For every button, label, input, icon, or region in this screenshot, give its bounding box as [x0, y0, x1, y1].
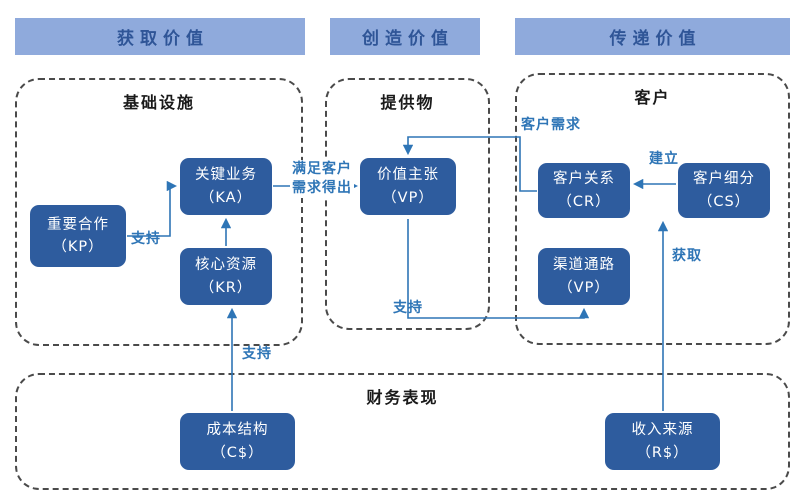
node-cost-structure-name: 成本结构 [206, 422, 269, 439]
node-value-proposition: 价值主张 （VP） [360, 158, 456, 215]
node-customer-relationships-name: 客户关系 [553, 171, 615, 188]
node-cost-structure: 成本结构 （C$） [180, 413, 295, 470]
node-key-resources-code: （KR） [199, 279, 253, 296]
node-customer-relationships: 客户关系 （CR） [538, 163, 630, 218]
edge-label-support-vp-channel: 支持 [393, 300, 423, 316]
header-capture-value: 获取价值 [15, 18, 305, 55]
node-cost-structure-code: （C$） [211, 444, 264, 461]
node-channels-code: （VP） [558, 279, 610, 296]
edge-label-establish: 建立 [649, 151, 679, 167]
section-customer: 客户 [515, 73, 790, 345]
header-create-value: 创造价值 [330, 18, 480, 55]
section-customer-title: 客户 [634, 88, 671, 107]
node-key-activities-name: 关键业务 [195, 167, 257, 184]
node-key-partners: 重要合作 （KP） [30, 205, 126, 267]
section-finance-title: 财务表现 [366, 388, 439, 407]
section-infrastructure-title: 基础设施 [122, 93, 195, 112]
node-key-partners-code: （KP） [52, 239, 104, 255]
section-offering: 提供物 [325, 78, 490, 330]
node-value-proposition-name: 价值主张 [377, 167, 439, 184]
edge-label-support-cost-kr: 支持 [242, 346, 272, 362]
node-channels: 渠道通路 （VP） [538, 248, 630, 305]
node-key-activities: 关键业务 （KA） [180, 158, 272, 215]
node-key-resources: 核心资源 （KR） [180, 248, 272, 305]
edge-label-customer-needs: 客户需求 [521, 117, 581, 133]
edge-label-derived-from-customer-needs: 满足客户 需求得出 [290, 160, 354, 198]
header-deliver-value: 传递价值 [515, 18, 790, 55]
edge-label-acquire: 获取 [672, 248, 702, 264]
node-key-partners-name: 重要合作 [47, 216, 109, 233]
section-infrastructure: 基础设施 [15, 78, 303, 346]
node-key-activities-code: （KA） [199, 189, 253, 206]
node-customer-segments: 客户细分 （CS） [678, 163, 770, 218]
node-revenue-streams-name: 收入来源 [631, 422, 694, 439]
node-channels-name: 渠道通路 [553, 257, 615, 274]
node-revenue-streams-code: （R$） [636, 444, 689, 461]
node-key-resources-name: 核心资源 [195, 257, 257, 274]
section-offering-title: 提供物 [380, 93, 435, 112]
node-value-proposition-code: （VP） [382, 189, 434, 206]
node-customer-segments-name: 客户细分 [693, 171, 755, 188]
node-customer-segments-code: （CS） [697, 193, 751, 210]
edge-label-support-kp-ka: 支持 [131, 231, 161, 247]
section-finance: 财务表现 [15, 373, 790, 490]
node-customer-relationships-code: （CR） [557, 193, 611, 210]
node-revenue-streams: 收入来源 （R$） [605, 413, 720, 470]
